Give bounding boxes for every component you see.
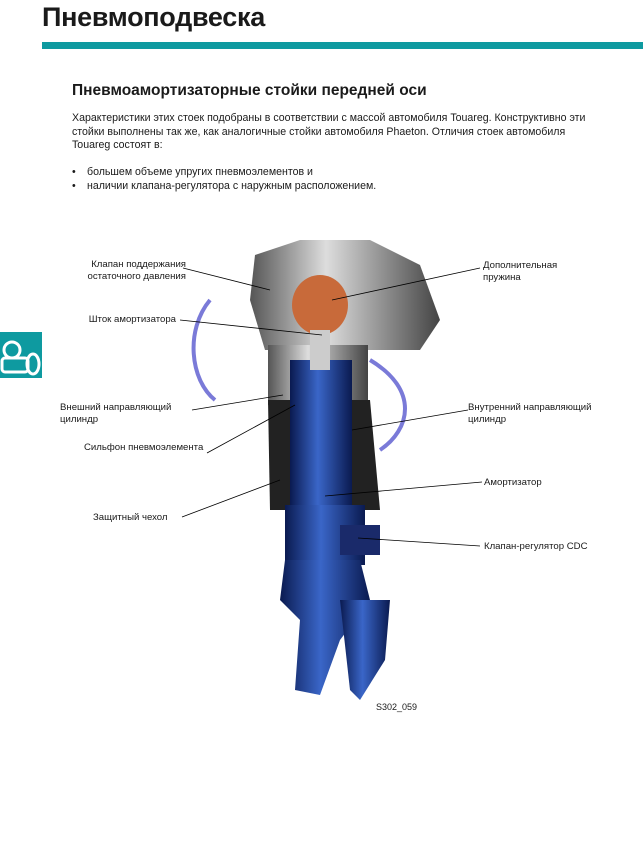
- bullet-text: наличии клапана-регулятора с наружным ра…: [87, 179, 377, 192]
- label-protective-boot: Защитный чехол: [93, 512, 168, 523]
- page-title: Пневмоподвеска: [42, 2, 265, 32]
- section-title: Пневмоамортизаторные стойки передней оси: [72, 82, 427, 99]
- bullet-item: наличии клапана-регулятора с наружным ра…: [72, 180, 376, 194]
- header-rule: [42, 42, 643, 49]
- label-cdc-valve: Клапан-регулятор CDC: [484, 541, 588, 552]
- bullet-list: большем объеме упругих пневмоэлементов и…: [72, 166, 376, 193]
- intro-paragraph: Характеристики этих стоек подобраны в со…: [72, 112, 586, 151]
- suspension-section-icon: [0, 332, 42, 378]
- label-shock-absorber: Амортизатор: [484, 477, 542, 488]
- bullet-item: большем объеме упругих пневмоэлементов и: [72, 166, 376, 180]
- figure-caption: S302_059: [376, 702, 418, 712]
- label-shock-rod: Шток амортизатора: [88, 314, 176, 325]
- label-additional-spring: Дополнительная пружина: [483, 260, 558, 283]
- label-air-bellows: Сильфон пневмоэлемента: [84, 442, 204, 453]
- label-inner-guide-cylinder: Внутренний направляющий цилиндр: [468, 402, 592, 425]
- bullet-text: большем объеме упругих пневмоэлементов и: [87, 166, 313, 178]
- label-residual-pressure-valve: Клапан поддержания остаточного давления: [87, 259, 186, 282]
- label-outer-guide-cylinder: Внешний направляющий цилиндр: [60, 402, 172, 425]
